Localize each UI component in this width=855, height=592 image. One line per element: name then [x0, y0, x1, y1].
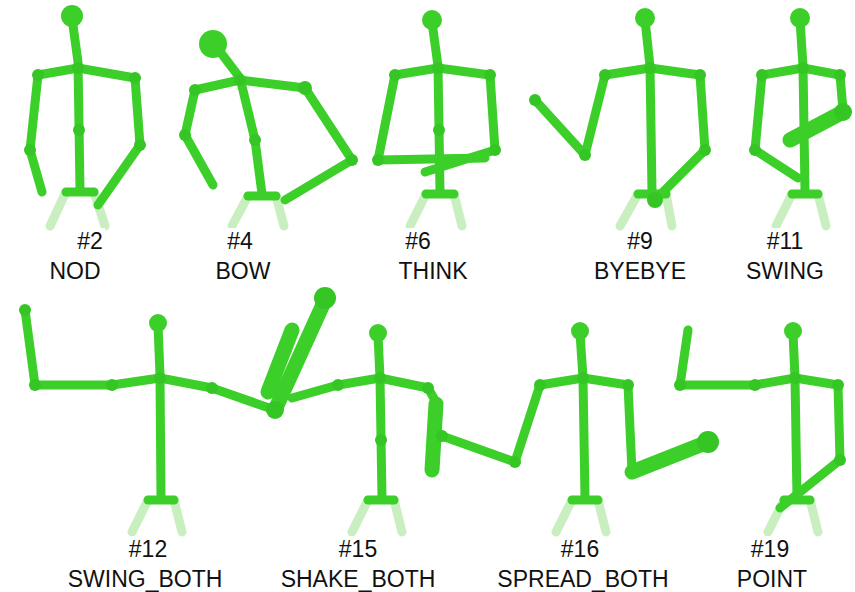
action-name: THINK [397, 258, 470, 284]
callout-number: #12 [127, 536, 169, 562]
action-name: POINT [735, 566, 809, 592]
callout-number: #9 [625, 228, 655, 254]
callout-number: #19 [749, 536, 791, 562]
stick-figure [436, 322, 719, 532]
stick-figure [749, 8, 852, 226]
stick-figure [24, 5, 146, 226]
action-name: BOW [214, 258, 273, 284]
callout-number: #2 [75, 228, 105, 254]
stick-figure [179, 30, 358, 226]
action-name: SPREAD_BOTH [495, 566, 670, 592]
action-name: NOD [47, 258, 102, 284]
stick-figure [674, 322, 846, 532]
callout-number: #4 [225, 228, 255, 254]
stick-figure [372, 10, 501, 226]
callout-number: #15 [337, 536, 379, 562]
action-name: SWING [744, 258, 826, 284]
stick-figure [529, 8, 711, 226]
callout-number: #11 [765, 228, 806, 254]
stick-figure [19, 287, 336, 532]
callout-number: #6 [403, 228, 433, 254]
stick-figure [292, 324, 436, 532]
action-name: SWING_BOTH [66, 566, 225, 592]
action-name: BYEBYE [592, 258, 688, 284]
callout-number: #16 [559, 536, 601, 562]
action-name: SHAKE_BOTH [279, 566, 438, 592]
